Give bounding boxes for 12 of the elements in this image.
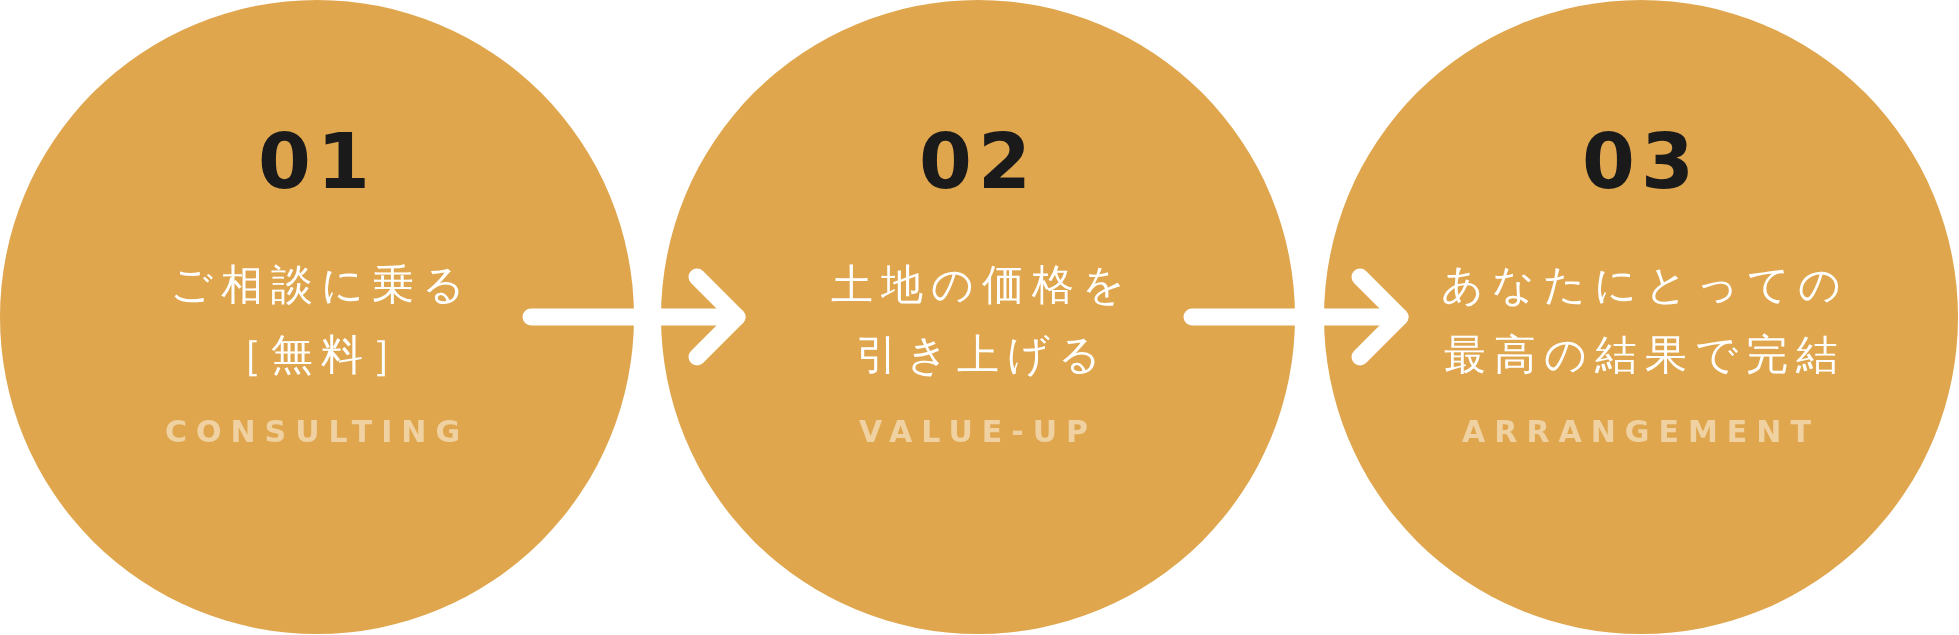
step-title: 土地の価格を引き上げる	[830, 259, 1134, 381]
step-label: VALUE-UP	[858, 417, 1098, 447]
step-number: 03	[1582, 124, 1700, 200]
step-label: CONSULTING	[164, 417, 470, 447]
step-number: 01	[258, 124, 376, 200]
step-title: ご相談に乗る［無料］	[168, 259, 474, 381]
step-number: 02	[919, 124, 1037, 200]
step-title: あなたにとっての最高の結果で完結	[1440, 259, 1850, 381]
arrow	[522, 268, 746, 366]
step-circle	[1324, 0, 1958, 634]
step-label: ARRANGEMENT	[1462, 417, 1820, 447]
step-circle	[0, 0, 634, 634]
